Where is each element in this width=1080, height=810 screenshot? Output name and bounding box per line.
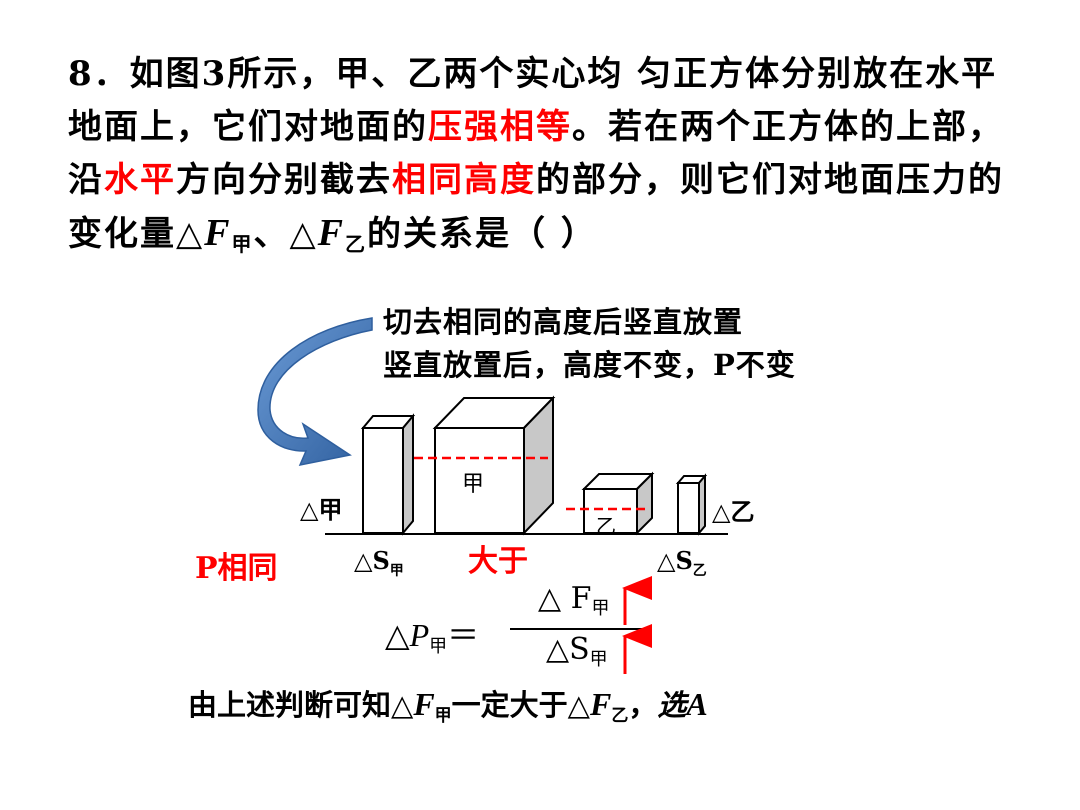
q-part5: 的关系是（ ）: [367, 214, 597, 254]
q-part3: 方向分别截去: [176, 160, 392, 200]
conclusion-part3: ，: [628, 688, 658, 722]
p-same-label: P相同: [195, 551, 278, 586]
q-highlight-pressure-equal: 压强相等: [428, 107, 572, 147]
note-line1: 切去相同的高度后竖直放置: [383, 305, 744, 339]
ds-yi-main: △S: [657, 546, 693, 575]
q-part1: 8．如图3所示，甲、乙两个实心均 匀正方体分别放在水平地面上，它们对地面的: [68, 54, 998, 147]
conclusion-part1: 由上述判断可知△: [188, 688, 414, 722]
delta-yi-label: △乙: [712, 497, 755, 526]
q-f-yi: F: [317, 212, 346, 254]
formula-lhs-sub: 甲: [429, 636, 448, 657]
conclusion-part4: 选: [657, 688, 687, 722]
formula-den-sub: 甲: [589, 649, 608, 670]
conclusion-s1: 甲: [434, 706, 452, 726]
formula-num-sub: 甲: [591, 598, 610, 619]
formula-den-main: △S: [546, 632, 590, 667]
formula-numerator: △ F甲: [538, 581, 609, 620]
formula-lhs-p: P: [409, 617, 430, 653]
formula-lhs-tri: △: [385, 616, 410, 654]
ds-yi-label: △S乙: [657, 546, 707, 580]
greater-than-label: 大于: [468, 544, 528, 579]
cube-jia: [432, 395, 556, 536]
q-part4: 的部分，则它们对地面压力的变化量△: [68, 160, 1004, 254]
ds-jia-sub: 甲: [389, 563, 404, 579]
conclusion-answer: A: [686, 686, 708, 722]
ds-jia-label: △S甲: [354, 546, 404, 580]
conclusion-f2: F: [589, 686, 612, 722]
cube-yi: [581, 471, 655, 536]
question-text: 8．如图3所示，甲、乙两个实心均 匀正方体分别放在水平地面上，它们对地面的压强相…: [68, 48, 1018, 271]
slab-jia: [360, 413, 416, 536]
q-sub-yi: 乙: [345, 232, 368, 256]
conclusion-text: 由上述判断可知△F甲一定大于△F乙，选A: [188, 682, 708, 726]
q-part2: 。若在两个正方体的上部，沿: [68, 107, 1004, 200]
slab-yi: [675, 473, 708, 536]
q-f-jia: F: [204, 212, 232, 254]
formula-eq: ＝: [447, 616, 480, 654]
ds-jia-main: △S: [354, 546, 390, 575]
q-sub-jia: 甲: [231, 232, 254, 256]
formula-lhs: △P甲＝: [385, 610, 479, 658]
formula-num-main: △ F: [538, 581, 592, 616]
q-highlight-same-height: 相同高度: [392, 160, 536, 200]
formula-denominator: △S甲: [546, 632, 608, 671]
q-separator: 、△: [253, 214, 318, 254]
note-line2: 竖直放置后，高度不变，P不变: [383, 348, 796, 382]
q-highlight-horizontal: 水平: [104, 160, 176, 200]
label-yi: 乙: [596, 514, 616, 538]
delta-jia-label: △甲: [300, 495, 343, 524]
conclusion-part2: 一定大于△: [451, 688, 590, 722]
conclusion-f1: F: [413, 686, 435, 722]
curved-arrow-icon: [257, 317, 373, 467]
ds-yi-sub: 乙: [692, 563, 707, 579]
conclusion-s2: 乙: [611, 706, 629, 726]
label-jia: 甲: [462, 472, 485, 497]
